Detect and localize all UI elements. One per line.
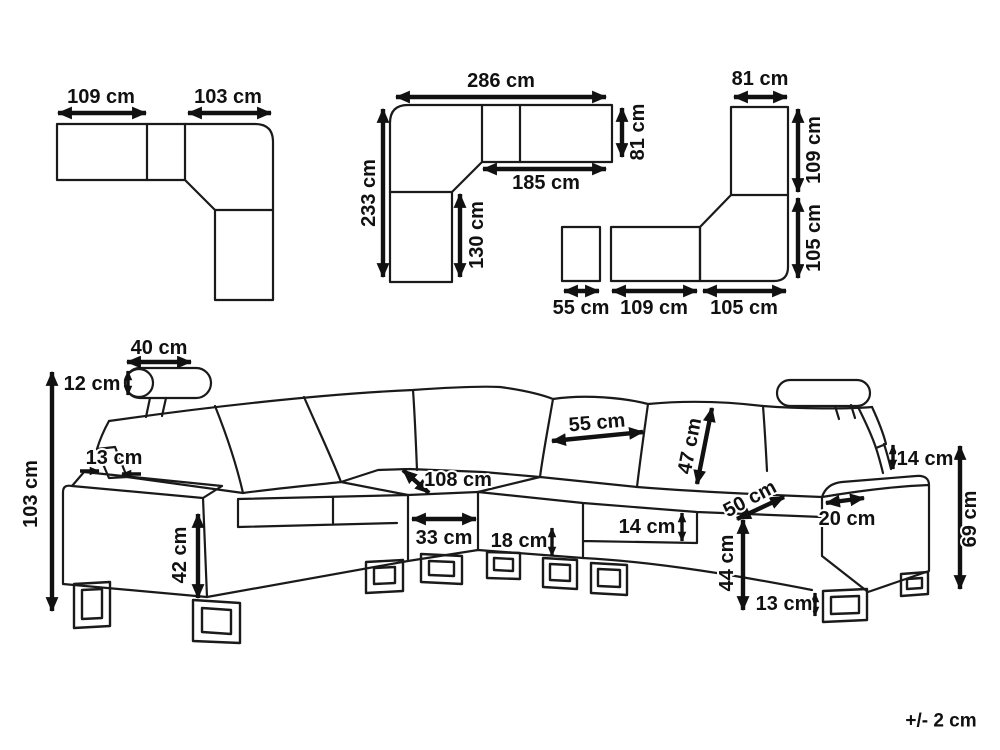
right-headrest-posts bbox=[833, 403, 857, 421]
dim-label: 18 cm bbox=[491, 530, 548, 552]
top-view-left-diagram: 109 cm 103 cm bbox=[55, 84, 275, 302]
sofa-leg bbox=[485, 550, 522, 581]
dimension-arrow bbox=[550, 426, 645, 447]
left-headrest-pillow bbox=[123, 366, 213, 400]
headrest-post-strip-right bbox=[874, 442, 893, 475]
dimension-arrow bbox=[736, 495, 785, 521]
sofa-leg bbox=[364, 558, 405, 595]
dim-label: 69 cm bbox=[959, 491, 981, 548]
dim-label: 233 cm bbox=[358, 159, 380, 227]
dim-label: 130 cm bbox=[466, 201, 488, 269]
dim-label: 40 cm bbox=[131, 337, 188, 359]
dim-label: 105 cm bbox=[803, 204, 825, 272]
dim-label: 185 cm bbox=[512, 172, 580, 194]
dimension-arrow bbox=[693, 406, 716, 486]
dim-label: 81 cm bbox=[732, 68, 789, 90]
dim-label: 55 cm bbox=[553, 297, 610, 319]
dim-label: 286 cm bbox=[467, 70, 535, 92]
dimension-arrow bbox=[401, 468, 431, 495]
seat-front-band-left bbox=[236, 490, 480, 563]
back-panel-strip bbox=[95, 445, 129, 480]
dim-label: 14 cm bbox=[897, 448, 954, 470]
dim-label: 33 cm bbox=[416, 527, 473, 549]
dim-label: 20 cm bbox=[819, 508, 876, 530]
dim-label: 13 cm bbox=[756, 593, 813, 615]
dim-label: 103 cm bbox=[194, 86, 262, 108]
sofa-leg bbox=[72, 580, 112, 630]
dim-label: 108 cm bbox=[424, 469, 492, 491]
dim-label: 42 cm bbox=[169, 527, 191, 584]
right-headrest-pillow bbox=[775, 378, 872, 408]
dim-label: 109 cm bbox=[67, 86, 135, 108]
top-view-left-dividers bbox=[145, 122, 275, 212]
dim-label: 109 cm bbox=[620, 297, 688, 319]
sofa-leg bbox=[541, 556, 579, 591]
dim-label: 81 cm bbox=[627, 104, 649, 161]
top-view-middle-outline bbox=[388, 103, 614, 284]
dim-label: 103 cm bbox=[20, 460, 42, 528]
dim-label: 109 cm bbox=[803, 116, 825, 184]
top-view-left-outline bbox=[55, 122, 275, 302]
sofa-perspective-drawing: 40 cm 12 cm 103 cm 13 cm 42 cm 108 cm 33… bbox=[18, 335, 983, 645]
top-view-right-small-module bbox=[560, 225, 602, 283]
dim-label: 44 cm bbox=[716, 535, 738, 592]
top-view-middle-dividers bbox=[388, 103, 522, 194]
dim-label: 14 cm bbox=[619, 516, 676, 538]
back-cushion-seams-right bbox=[538, 397, 769, 489]
seat-front-band-right bbox=[476, 490, 824, 560]
seat-back-edges bbox=[125, 467, 824, 499]
dim-label: 12 cm bbox=[64, 373, 121, 395]
left-headrest-posts bbox=[144, 396, 168, 419]
top-view-middle-diagram: 286 cm 233 cm 81 cm 185 cm 130 cm bbox=[356, 68, 651, 284]
sofa-leg bbox=[821, 587, 869, 624]
top-view-right-middle-module bbox=[609, 225, 702, 283]
top-view-right-diagram: 81 cm 109 cm 105 cm 55 cm 109 cm 105 cm bbox=[551, 66, 827, 321]
dimension-arrow bbox=[824, 493, 866, 508]
back-cushion-seams-left bbox=[213, 388, 419, 495]
backrest-left-edge bbox=[95, 419, 111, 451]
tolerance-note: +/- 2 cm bbox=[905, 711, 976, 732]
sofa-leg bbox=[589, 561, 629, 597]
dim-label: 105 cm bbox=[710, 297, 778, 319]
dim-label: 13 cm bbox=[86, 447, 143, 469]
backrest-right-edge bbox=[857, 405, 888, 450]
sofa-leg bbox=[191, 598, 242, 645]
backrest-top-edge bbox=[107, 385, 874, 423]
